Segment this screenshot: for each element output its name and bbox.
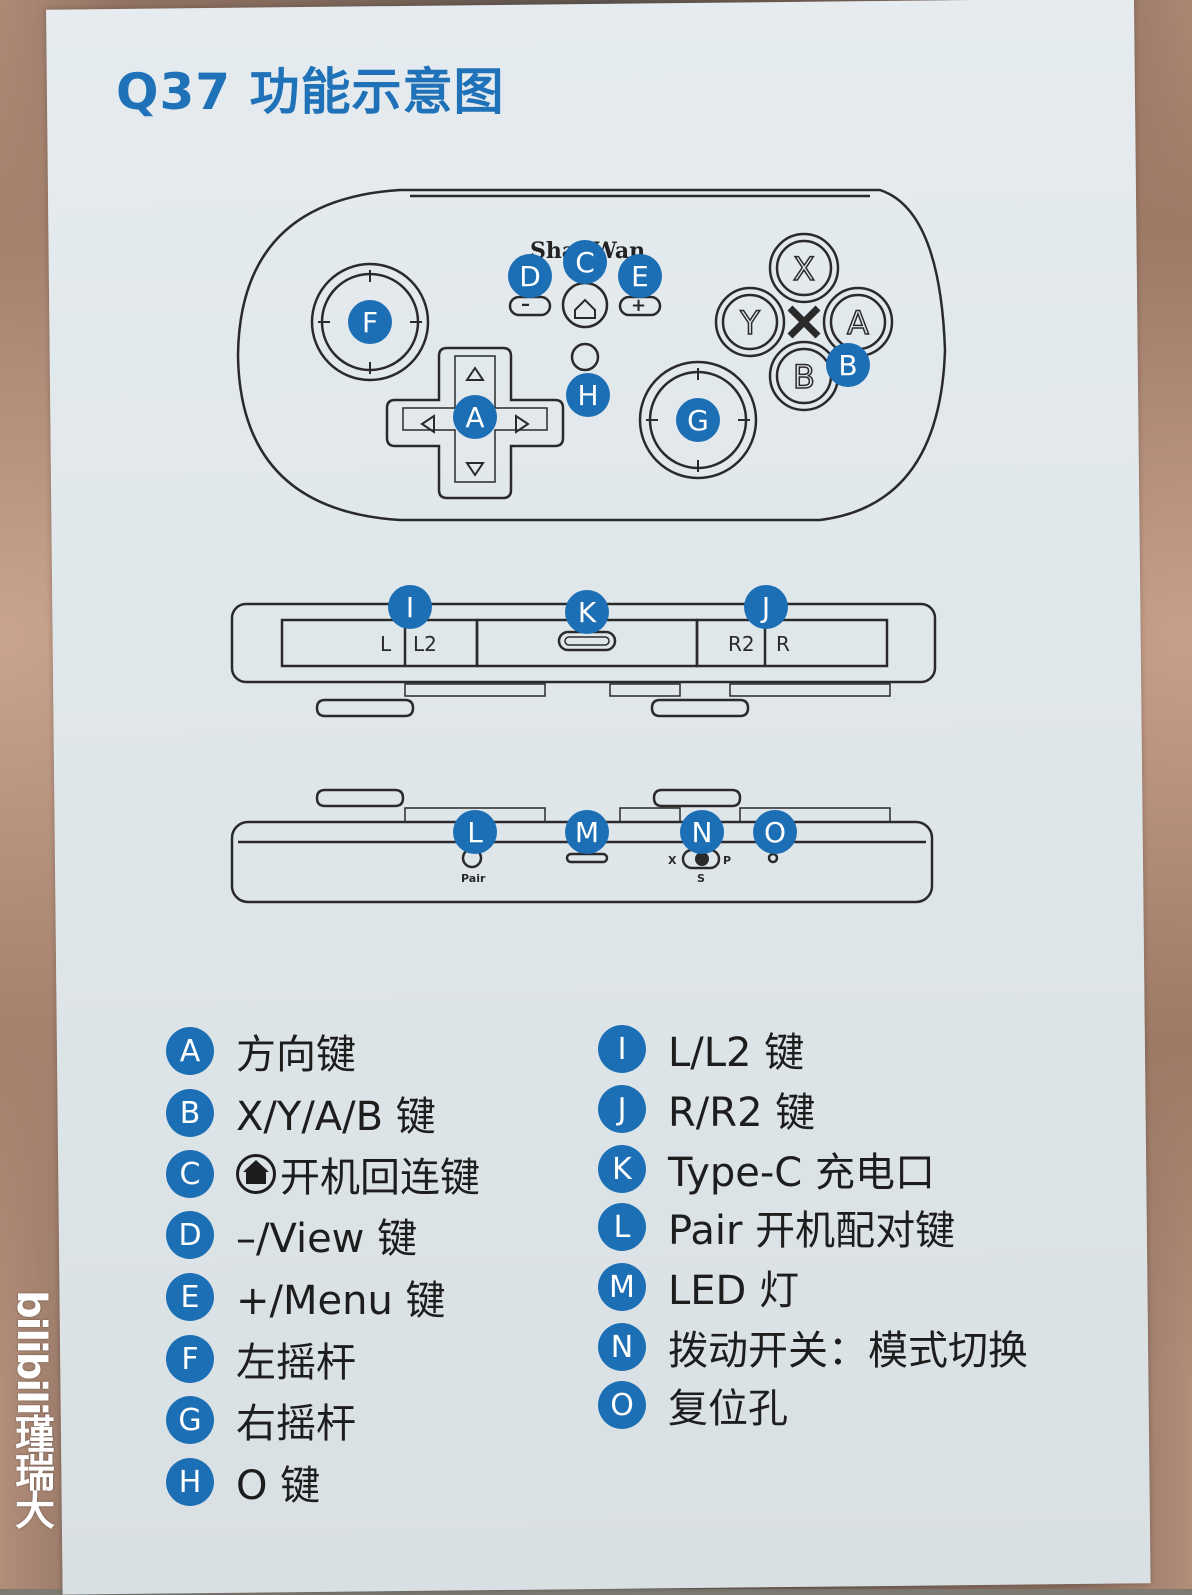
callout-h: H	[577, 379, 598, 412]
legend-item: J R/R2 键	[598, 1080, 815, 1138]
face-button-a: A	[847, 304, 869, 342]
legend-badge: K	[598, 1145, 646, 1193]
bilibili-watermark: bilibili瑾瑞大	[8, 1290, 54, 1528]
callout-b: B	[838, 349, 857, 382]
callout-c: C	[575, 246, 595, 279]
legend-item: C 开机回连键	[166, 1145, 480, 1203]
callout-d: D	[519, 260, 541, 293]
legend-label: L/L2 键	[668, 1030, 805, 1076]
callout-g: G	[687, 404, 709, 437]
legend-label: 开机回连键	[280, 1155, 480, 1201]
callout-a: A	[465, 401, 484, 434]
r2-label: R2	[728, 632, 755, 656]
page-title: Q37 功能示意图	[116, 63, 505, 121]
face-button-b: B	[793, 358, 815, 396]
switch-p-label: P	[723, 854, 731, 867]
callout-n: N	[692, 816, 713, 849]
legend-label: 方向键	[236, 1032, 356, 1078]
legend-label: Type-C 充电口	[668, 1150, 935, 1196]
callout-l: L	[467, 816, 483, 849]
legend-badge: J	[598, 1085, 646, 1133]
legend-label: 拨动开关：模式切换	[668, 1328, 1028, 1374]
legend-label: O 键	[236, 1463, 321, 1509]
legend-label: 左摇杆	[236, 1340, 356, 1386]
legend-label: Pair 开机配对键	[668, 1208, 956, 1254]
legend-item: F 左摇杆	[166, 1330, 356, 1388]
legend-item: I L/L2 键	[598, 1020, 804, 1078]
legend-badge: N	[598, 1323, 646, 1371]
legend-badge: O	[598, 1381, 646, 1429]
o-button-outline	[570, 342, 600, 372]
face-button-y: Y	[739, 304, 760, 342]
l-label: L	[380, 632, 392, 656]
legend-badge: H	[166, 1458, 214, 1506]
callout-m: M	[575, 816, 599, 849]
dpad-outline	[385, 346, 565, 500]
callout-o: O	[764, 816, 786, 849]
face-button-x: X	[793, 250, 815, 288]
legend-item: L Pair 开机配对键	[598, 1198, 955, 1256]
callout-i: I	[406, 591, 414, 624]
legend-badge: B	[166, 1089, 214, 1137]
legend-badge: C	[166, 1150, 214, 1198]
reset-hole	[767, 852, 779, 864]
legend-badge: L	[598, 1203, 646, 1251]
legend-item: O 复位孔	[598, 1376, 788, 1434]
switch-s-label: S	[697, 872, 705, 885]
legend-label: X/Y/A/B 键	[236, 1094, 436, 1140]
legend-label: 复位孔	[668, 1386, 788, 1432]
legend-badge: A	[166, 1027, 214, 1075]
controller-outline	[236, 188, 947, 522]
callout-k: K	[578, 596, 597, 629]
svg-text:+: +	[631, 295, 646, 316]
legend-item: A 方向键	[166, 1022, 356, 1080]
home-button-outline	[561, 281, 609, 329]
callout-f: F	[362, 306, 378, 339]
minus-button-outline	[508, 295, 552, 317]
callout-j: J	[760, 591, 770, 624]
legend-item: G 右摇杆	[166, 1391, 356, 1449]
legend-label: R/R2 键	[668, 1090, 816, 1136]
callout-e: E	[631, 260, 649, 293]
type-c-port	[557, 630, 617, 652]
legend-badge: G	[166, 1396, 214, 1444]
legend-label: LED 灯	[668, 1268, 800, 1314]
home-icon	[236, 1154, 276, 1194]
legend-badge: F	[166, 1335, 214, 1383]
l2-label: L2	[413, 632, 437, 656]
legend-item: N 拨动开关：模式切换	[598, 1318, 1028, 1376]
r-label: R	[776, 632, 790, 656]
legend-badge: I	[598, 1025, 646, 1073]
switch-x-label: X	[668, 854, 677, 867]
pair-label: Pair	[461, 872, 486, 885]
right-stick-ring	[638, 360, 758, 480]
legend-badge: E	[166, 1273, 214, 1321]
legend-label: +/Menu 键	[236, 1278, 446, 1324]
legend-item: M LED 灯	[598, 1258, 799, 1316]
legend-label: –/View 键	[236, 1216, 418, 1262]
legend-label: 右摇杆	[236, 1401, 356, 1447]
led-outline	[565, 852, 609, 864]
legend-item: E +/Menu 键	[166, 1268, 446, 1326]
legend-badge: D	[166, 1211, 214, 1259]
legend-item: D –/View 键	[166, 1206, 417, 1264]
left-stick-ring	[310, 262, 430, 382]
legend-item: K Type-C 充电口	[598, 1140, 935, 1198]
controller-diagram: ShanWan – + X Y A B L L2 R2 R	[230, 188, 947, 904]
legend-badge: M	[598, 1263, 646, 1311]
legend-item: B X/Y/A/B 键	[166, 1084, 436, 1142]
svg-text:–: –	[521, 294, 530, 315]
